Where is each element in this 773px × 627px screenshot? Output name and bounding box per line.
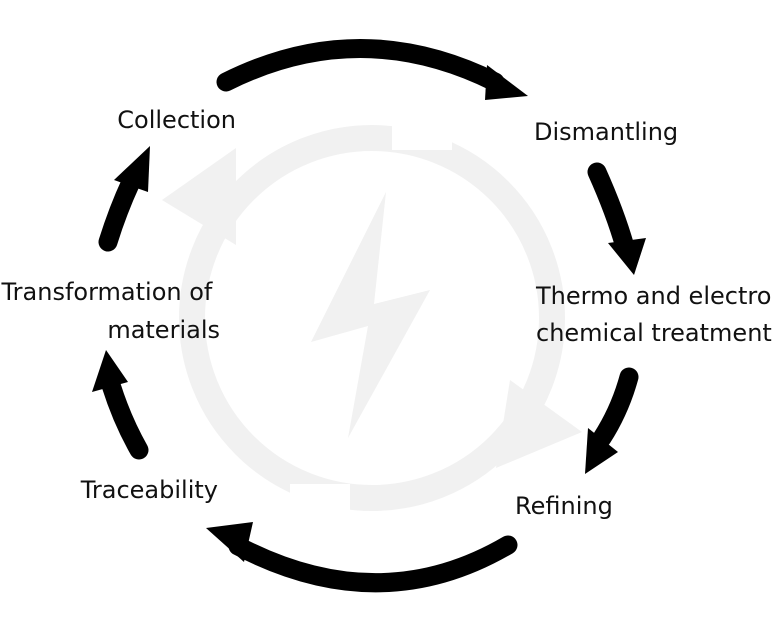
stage-label-collection: Collection — [117, 106, 236, 134]
stage-label-dismantling: Dismantling — [534, 118, 678, 146]
stage-label-traceability: Traceability — [80, 476, 218, 504]
stage-label-transformation-line-2: materials — [107, 316, 220, 344]
stage-label-treatment-line-1: Thermo and electro — [535, 282, 771, 310]
arrow-transformation-to-collection — [98, 146, 150, 252]
lightning-bolt-icon — [311, 192, 430, 438]
arrow-collection-to-dismantling — [216, 39, 528, 100]
stage-label-transformation: Transformation of materials — [1, 278, 220, 344]
stage-label-refining: Refining — [515, 492, 613, 520]
cycle-arrows — [92, 39, 646, 593]
arrow-refining-to-traceability — [206, 522, 518, 593]
stage-label-treatment-line-2: chemical treatment — [536, 319, 772, 347]
stage-label-transformation-line-1: Transformation of — [1, 278, 213, 306]
arrow-treatment-to-refining — [585, 367, 639, 474]
arrow-traceability-to-transformation — [92, 350, 149, 460]
arrow-dismantling-to-treatment — [587, 162, 646, 275]
stage-label-treatment: Thermo and electro chemical treatment — [535, 282, 773, 347]
recycle-arrows-icon — [162, 120, 582, 514]
